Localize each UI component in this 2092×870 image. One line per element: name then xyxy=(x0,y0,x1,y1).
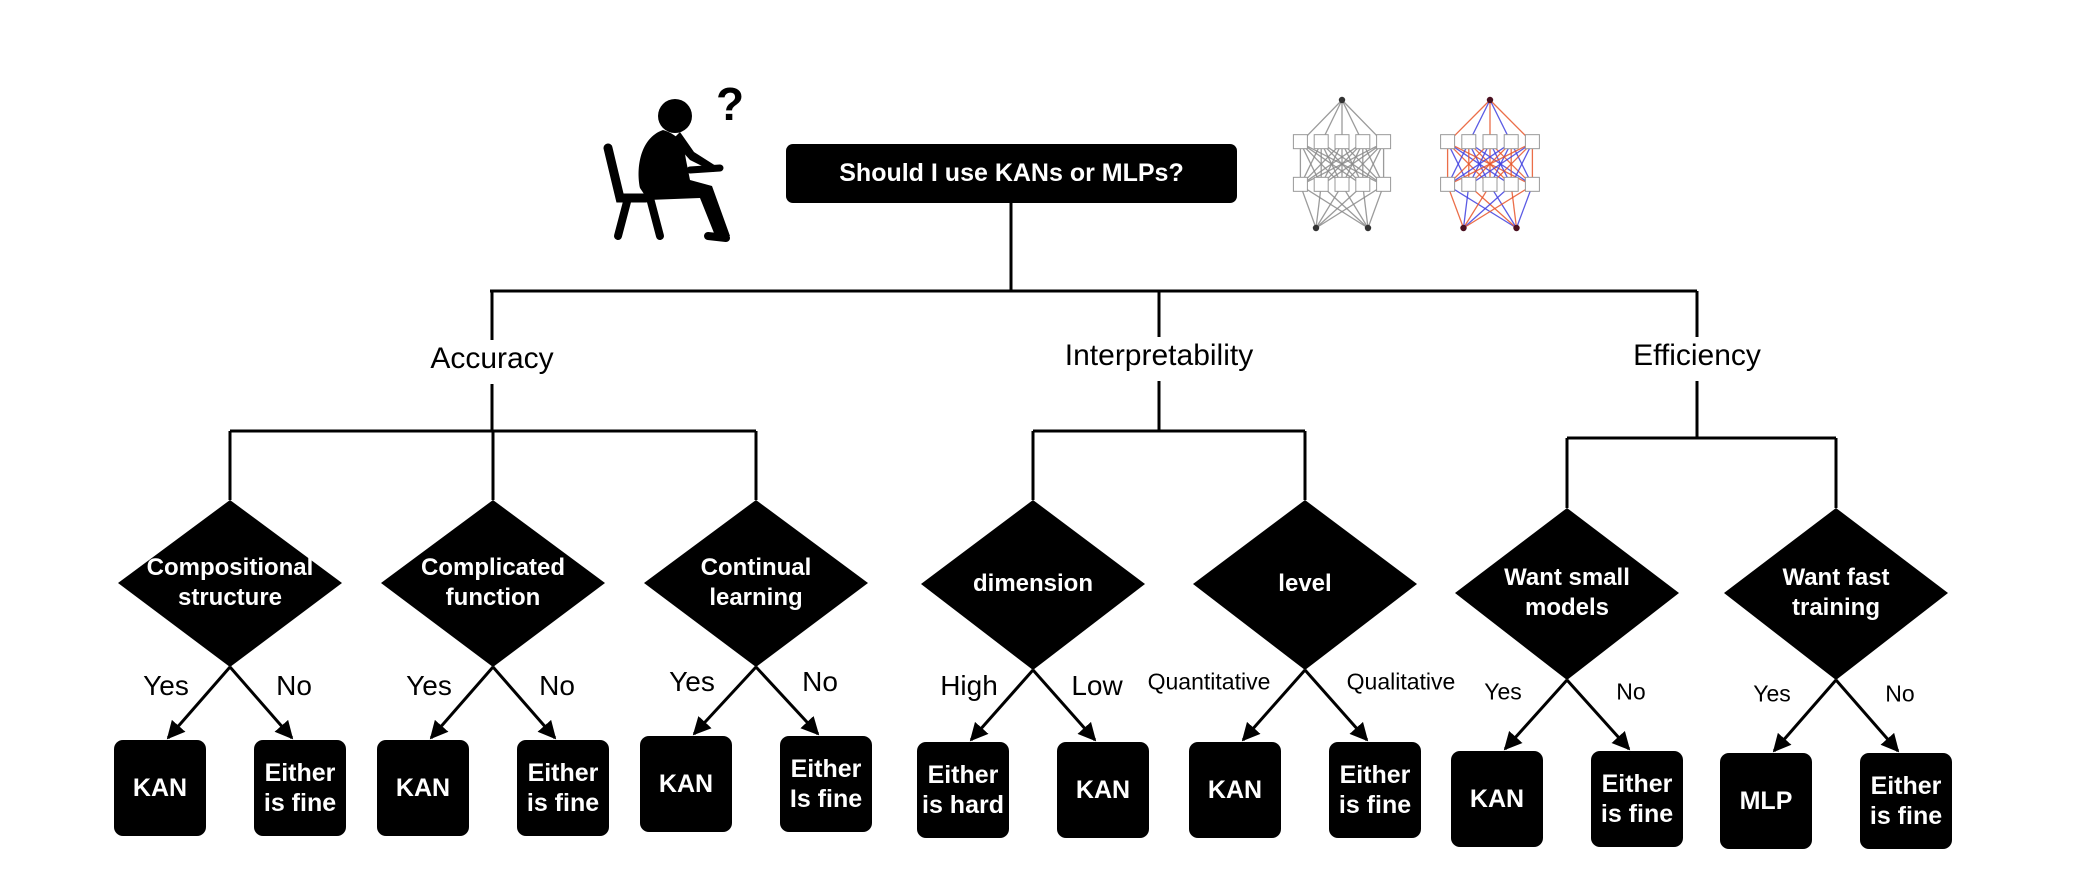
outcome-arrow xyxy=(429,666,495,740)
outcome-label: MLP xyxy=(1739,787,1793,815)
outcome-label: KAN xyxy=(132,774,188,802)
decision-question-line: Want fast xyxy=(1782,564,1890,591)
outcome-label: Either xyxy=(1601,770,1673,798)
outcome-label: KAN xyxy=(395,774,451,802)
outcome-label: Is fine xyxy=(789,785,863,813)
outcome-label: KAN xyxy=(1075,776,1131,804)
answer-label-yes: Yes xyxy=(143,670,189,701)
answer-label-no: No xyxy=(276,670,312,701)
outcome-label: KAN xyxy=(1207,776,1263,804)
answer-label-yes: Yes xyxy=(1753,680,1791,707)
outcome-label: Either xyxy=(927,761,999,789)
decision-question-line: models xyxy=(1524,594,1610,621)
outcome-box: KAN xyxy=(640,736,732,832)
decision-question-line: Complicated xyxy=(420,554,566,581)
decision-question-line: Continual xyxy=(700,554,812,581)
answer-label-yes: Yes xyxy=(669,666,715,697)
decision-diamond xyxy=(381,500,605,667)
outcome-box: KAN xyxy=(114,740,206,836)
answer-label-yes: Yes xyxy=(406,670,452,701)
outcome-label: is fine xyxy=(263,789,337,817)
outcome-arrow xyxy=(754,665,820,736)
decision-diamond xyxy=(644,500,868,667)
answer-label-quantitative: Quantitative xyxy=(1147,668,1271,695)
decision-question-text: dimension xyxy=(933,569,1133,599)
root-question-label: Should I use KANs or MLPs? xyxy=(839,159,1184,187)
outcome-box: KAN xyxy=(1451,751,1543,847)
outcome-arrow xyxy=(228,666,294,740)
outcome-label: is fine xyxy=(526,789,600,817)
outcome-arrow xyxy=(1241,669,1307,742)
outcome-label: is fine xyxy=(1869,802,1943,830)
answer-label-qualitative: Qualitative xyxy=(1346,668,1456,695)
decision-question-text: Want fast training xyxy=(1736,563,1936,623)
outcome-label: Either xyxy=(264,759,336,787)
outcome-label: Either xyxy=(790,755,862,783)
kan-network-icon xyxy=(1292,96,1392,232)
outcome-label: is fine xyxy=(1338,791,1412,819)
outcome-arrow xyxy=(692,665,758,736)
outcome-arrow xyxy=(1503,678,1569,751)
category-label-efficiency: Efficiency xyxy=(1627,339,1767,373)
decision-question-text: Want small models xyxy=(1467,563,1667,623)
decision-question-line: level xyxy=(1278,570,1332,597)
decision-question-text: Complicated function xyxy=(393,553,593,613)
decision-diamond xyxy=(118,500,342,667)
decision-question-line: training xyxy=(1792,594,1880,621)
outcome-arrow xyxy=(1565,678,1631,751)
outcome-arrow xyxy=(969,669,1035,742)
decision-question-line: Want small xyxy=(1504,564,1630,591)
decision-question-line: learning xyxy=(709,584,803,611)
category-label-accuracy: Accuracy xyxy=(424,342,560,376)
answer-label-no: No xyxy=(802,666,838,697)
outcome-box: KAN xyxy=(377,740,469,836)
outcome-arrow xyxy=(1772,679,1838,753)
decision-diamond xyxy=(1724,508,1948,680)
answer-label-high: High xyxy=(940,670,998,701)
answer-label-low: Low xyxy=(1071,670,1123,701)
mlp-network-icon xyxy=(1440,96,1540,232)
decision-question-line: dimension xyxy=(972,570,1093,597)
outcome-arrow xyxy=(1303,669,1369,742)
outcome-arrow xyxy=(166,666,232,740)
answer-label-no: No xyxy=(1885,680,1915,707)
decision-question-line: structure xyxy=(177,584,283,611)
decision-question-line: function xyxy=(445,584,541,611)
outcome-label: is hard xyxy=(922,791,1004,819)
decision-question-text: Continual learning xyxy=(656,553,856,613)
thinking-person-icon xyxy=(603,99,730,242)
answer-label-no: No xyxy=(539,670,575,701)
decision-question-line: Compositional xyxy=(146,554,314,581)
outcome-arrow xyxy=(1031,669,1097,742)
decision-diamond xyxy=(921,500,1145,670)
outcome-box: KAN xyxy=(1057,742,1149,838)
outcome-box: MLP xyxy=(1720,753,1812,849)
decision-question-text: level xyxy=(1205,569,1405,599)
category-label-interpretability: Interpretability xyxy=(1058,339,1260,373)
answer-label-no: No xyxy=(1616,678,1646,705)
outcome-box: KAN xyxy=(1189,742,1281,838)
decision-diamond xyxy=(1193,500,1417,670)
root-question-box: Should I use KANs or MLPs? xyxy=(786,144,1237,203)
outcome-arrow xyxy=(491,666,557,740)
outcome-label: Either xyxy=(1339,761,1411,789)
outcome-label: Either xyxy=(527,759,599,787)
decision-question-text: Compositional structure xyxy=(130,553,330,613)
outcome-label: Either xyxy=(1870,772,1942,800)
outcome-label: is fine xyxy=(1600,800,1674,828)
question-mark-icon: ? xyxy=(716,78,744,130)
outcome-arrow xyxy=(1834,679,1900,753)
outcome-label: KAN xyxy=(658,770,714,798)
outcome-label: KAN xyxy=(1469,785,1525,813)
answer-label-yes: Yes xyxy=(1484,678,1522,705)
decision-diamond xyxy=(1455,508,1679,680)
